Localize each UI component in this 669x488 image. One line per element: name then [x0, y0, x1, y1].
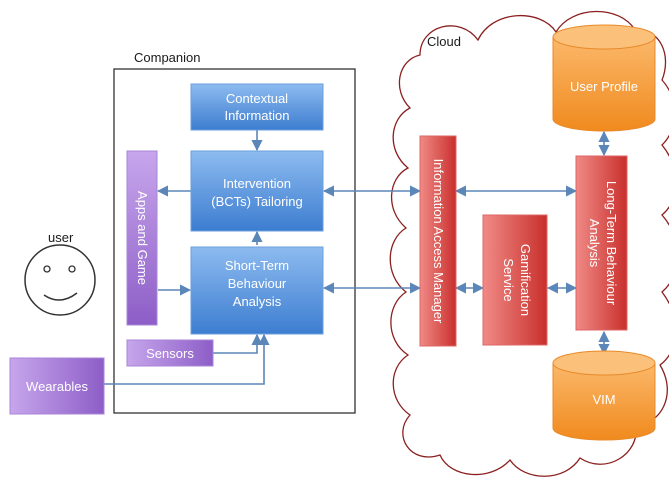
short-term-analysis-box: Short-Term Behaviour Analysis	[190, 246, 324, 335]
svg-text:Apps and Game: Apps and Game	[135, 191, 150, 285]
svg-text:Wearables: Wearables	[26, 379, 88, 394]
companion-frame	[113, 68, 356, 414]
sensors-box: Sensors	[126, 339, 214, 367]
svg-text:(BCTs) Tailoring: (BCTs) Tailoring	[211, 194, 303, 209]
svg-text:Gamification: Gamification	[518, 244, 533, 316]
long-term-analysis-box: Long-Term Behaviour Analysis	[575, 155, 628, 331]
companion-label: Companion	[134, 50, 201, 65]
user-profile-database-icon: User Profile	[552, 24, 656, 132]
intervention-tailoring-box: Intervention (BCTs) Tailoring	[190, 150, 324, 232]
user-smiley-icon	[24, 244, 96, 316]
svg-text:Information Access Manager: Information Access Manager	[431, 159, 446, 324]
svg-text:Long-Term Behaviour: Long-Term Behaviour	[604, 181, 619, 306]
user-label: user	[48, 230, 74, 245]
svg-text:Short-Term: Short-Term	[225, 258, 289, 273]
contextual-information-box: Contextual Information	[190, 83, 324, 131]
connectors	[104, 130, 610, 385]
svg-text:Analysis: Analysis	[233, 294, 282, 309]
svg-text:Behaviour: Behaviour	[228, 276, 287, 291]
gamification-service-box: Gamification Service	[482, 214, 548, 346]
svg-text:Information: Information	[224, 108, 289, 123]
apps-and-game-box: Apps and Game	[126, 150, 158, 326]
line-wearables-to-shortterm	[104, 333, 270, 385]
cloud-label: Cloud	[427, 34, 461, 49]
svg-text:Analysis: Analysis	[587, 219, 602, 268]
wearables-box: Wearables	[9, 357, 105, 415]
svg-text:User Profile: User Profile	[570, 79, 638, 94]
svg-text:Contextual: Contextual	[226, 91, 288, 106]
information-access-manager-box: Information Access Manager	[419, 135, 457, 347]
line-sensors-to-shortterm	[213, 333, 263, 354]
svg-text:Sensors: Sensors	[146, 346, 194, 361]
svg-text:Intervention: Intervention	[223, 176, 291, 191]
vim-database-icon: VIM	[552, 350, 656, 441]
svg-text:Service: Service	[501, 258, 516, 301]
svg-text:VIM: VIM	[592, 392, 615, 407]
